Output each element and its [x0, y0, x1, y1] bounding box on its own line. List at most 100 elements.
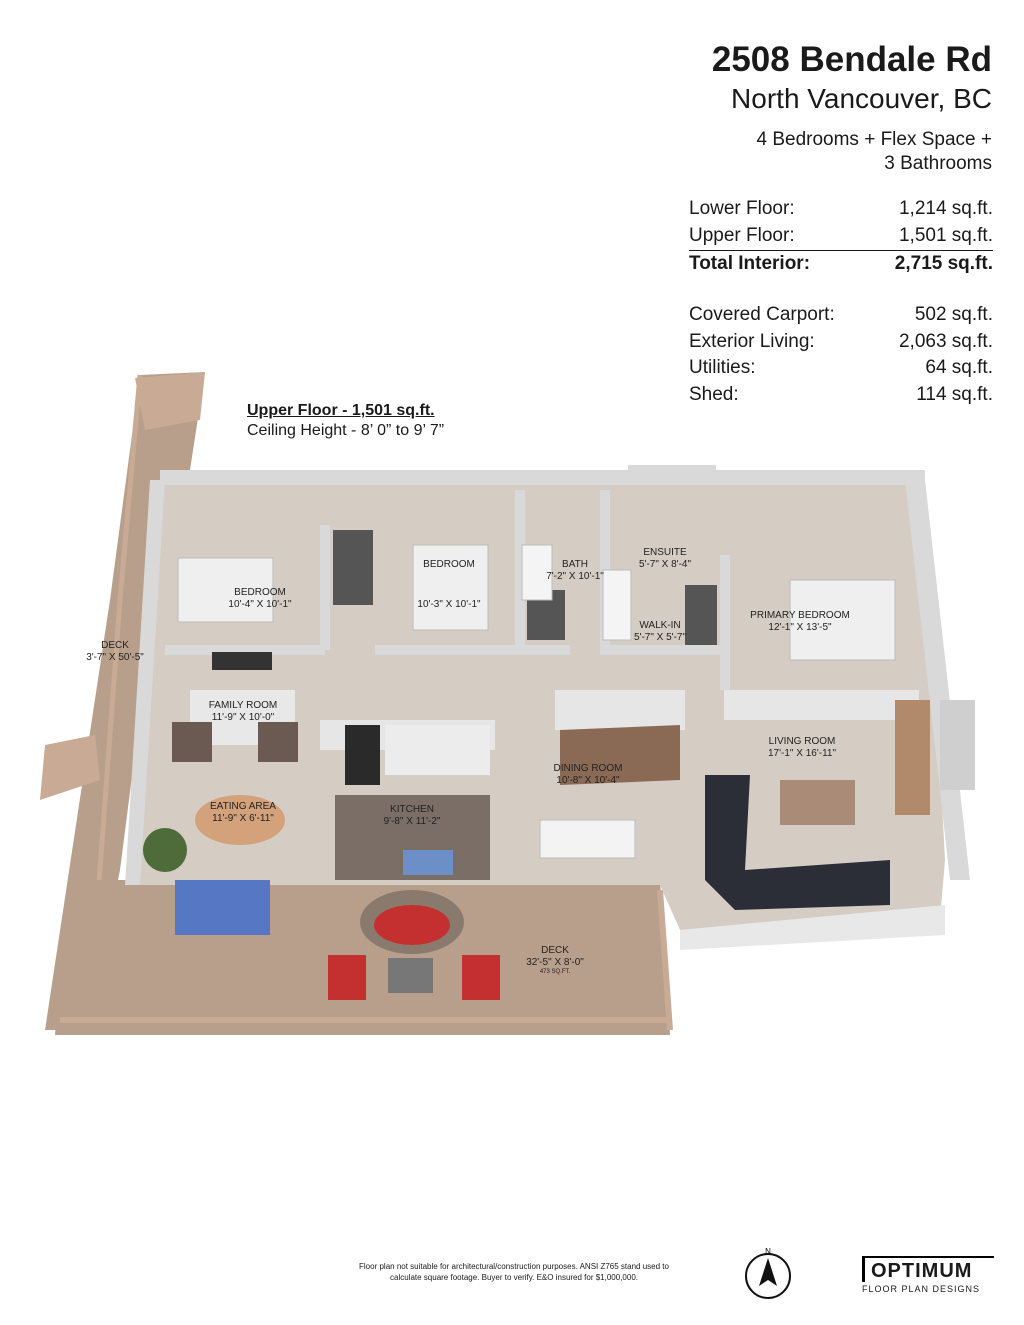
deck-main-dims: 32'-5" X 8'-0": [526, 957, 584, 968]
area-value: 502 sq.ft.: [914, 304, 993, 325]
fireplace: [895, 700, 930, 815]
deck-main-area: 473 SQ.FT.: [540, 969, 571, 975]
floor-heading: Upper Floor - 1,501 sq.ft. Ceiling Heigh…: [247, 402, 444, 440]
side-deck: [45, 372, 205, 1030]
ottoman-2: [462, 955, 500, 1000]
area-label: Shed:: [689, 383, 739, 405]
armchair-2: [258, 722, 298, 762]
area-row-exterior-living: Exterior Living: 2,063 sq.ft.: [689, 331, 993, 358]
dining-room-dims: 10'-8" X 10'-4": [556, 775, 620, 786]
dining-table: [539, 819, 636, 859]
stairs-top: [135, 372, 205, 430]
north-compass-icon: N: [745, 1247, 791, 1299]
stairs-side: [40, 735, 100, 800]
stair-wall: [555, 690, 685, 730]
area-label: Total Interior:: [689, 252, 811, 274]
area-row-carport: Covered Carport: 502 sq.ft.: [689, 304, 993, 331]
bed-primary: [789, 579, 896, 661]
area-label: Exterior Living:: [689, 330, 815, 352]
bed-2: [412, 544, 489, 631]
vanity: [602, 569, 632, 641]
area-value: 2,063 sq.ft.: [898, 330, 993, 352]
ensuite-name: ENSUITE: [643, 547, 687, 558]
bathtub: [521, 544, 553, 601]
bedroom1-name: BEDROOM: [234, 587, 286, 598]
deck-main-name: DECK: [541, 945, 569, 956]
bedroom2-name: BEDROOM: [423, 559, 475, 570]
disclaimer: Floor plan not suitable for architectura…: [344, 1261, 684, 1283]
primary-wall: [724, 690, 919, 720]
kitchen-counter: [385, 725, 490, 775]
floor-plan: DECK 3'-7" X 50'-5" BEDROOM 10'-4" X 10'…: [40, 372, 975, 1035]
primary-bedroom-name: PRIMARY BEDROOM: [750, 610, 850, 621]
bed-1: [177, 557, 274, 623]
bath-name: BATH: [562, 559, 588, 570]
bedroom2-dims: 10'-3" X 10'-1": [417, 599, 481, 610]
disclaimer-line2: calculate square footage. Buyer to verif…: [390, 1273, 638, 1282]
area-label: Covered Carport:: [689, 304, 835, 325]
deck-side-dims: 3'-7" X 50'-5": [86, 652, 144, 663]
ensuite-dims: 5'-7" X 8'-4": [639, 559, 692, 570]
kitchen-sink: [403, 850, 453, 875]
area-value: 64 sq.ft.: [925, 357, 993, 378]
area-value: 2,715 sq.ft.: [894, 252, 993, 274]
area-value: 1,214 sq.ft.: [898, 198, 993, 219]
sectional-sofa: [705, 775, 890, 910]
closet-3: [685, 585, 717, 645]
living-room-name: LIVING ROOM: [769, 736, 836, 747]
room-summary-line1: 4 Bedrooms + Flex Space +: [756, 129, 992, 150]
area-row-upper: Upper Floor: 1,501 sq.ft.: [689, 225, 993, 251]
company-logo: OPTIMUM FLOOR PLAN DESIGNS: [862, 1256, 994, 1294]
deck-table: [388, 958, 433, 993]
logo-tagline: FLOOR PLAN DESIGNS: [862, 1284, 981, 1294]
compass-letter: N: [765, 1247, 771, 1256]
room-summary-line2: 3 Bathrooms: [884, 153, 992, 174]
ensuite-wall: [600, 645, 728, 655]
property-city: North Vancouver, BC: [731, 83, 992, 114]
area-label: Upper Floor:: [689, 224, 795, 246]
interior-area-table: Lower Floor: 1,214 sq.ft. Upper Floor: 1…: [689, 198, 993, 279]
staircase: [560, 725, 680, 785]
kitchen-name: KITCHEN: [390, 804, 434, 815]
chimney: [940, 700, 975, 790]
deck-railing-right: [657, 889, 673, 1031]
plant: [143, 828, 187, 872]
bath-dims: 7'-2" X 10'-1": [546, 571, 604, 582]
family-room-dims: 11'-9" X 10'-0": [212, 712, 275, 723]
closet-1: [333, 530, 373, 605]
west-wall: [125, 480, 165, 885]
dining-room-name: DINING ROOM: [554, 763, 623, 774]
area-row-utilities: Utilities: 64 sq.ft.: [689, 357, 993, 384]
walkin-dims: 5'-7" X 5'-7": [634, 632, 687, 643]
bedroom1-wall: [165, 645, 325, 655]
eating-area-name: EATING AREA: [210, 801, 276, 812]
area-value: 1,501 sq.ft.: [898, 224, 993, 246]
exterior-area-table: Covered Carport: 502 sq.ft. Exterior Liv…: [689, 304, 993, 410]
primary-bedroom-dims: 12'-1" X 13'-5": [768, 622, 832, 633]
bbq: [175, 880, 270, 935]
living-room-dims: 17'-1" X 16'-11": [768, 748, 836, 759]
bedroom2-wall: [375, 645, 570, 655]
north-wall: [160, 470, 925, 485]
area-label: Lower Floor:: [689, 198, 795, 219]
floor-title: Upper Floor - 1,501 sq.ft.: [247, 402, 435, 419]
logo-name: OPTIMUM: [862, 1256, 994, 1282]
bay-wall: [680, 905, 945, 950]
ottoman-1: [328, 955, 366, 1000]
family-room-name: FAMILY ROOM: [209, 700, 278, 711]
coffee-table: [780, 780, 855, 825]
armchair-1: [172, 722, 212, 762]
closet-wall-1: [320, 525, 330, 650]
bump-wall: [628, 465, 716, 485]
area-value: 114 sq.ft.: [916, 383, 993, 405]
primary-side-wall: [720, 555, 730, 690]
walkin-name: WALK-IN: [639, 620, 680, 631]
patio-cushion: [374, 905, 450, 945]
fridge: [345, 725, 380, 785]
eating-area-dims: 11'-9" X 6'-11": [212, 813, 274, 824]
property-address: 2508 Bendale Rd: [711, 40, 992, 79]
ceiling-height: Ceiling Height - 8’ 0” to 9’ 7”: [247, 422, 445, 439]
area-label: Utilities:: [689, 357, 756, 378]
tv-console: [212, 652, 272, 670]
kitchen-dims: 9'-8" X 11'-2": [384, 816, 441, 827]
